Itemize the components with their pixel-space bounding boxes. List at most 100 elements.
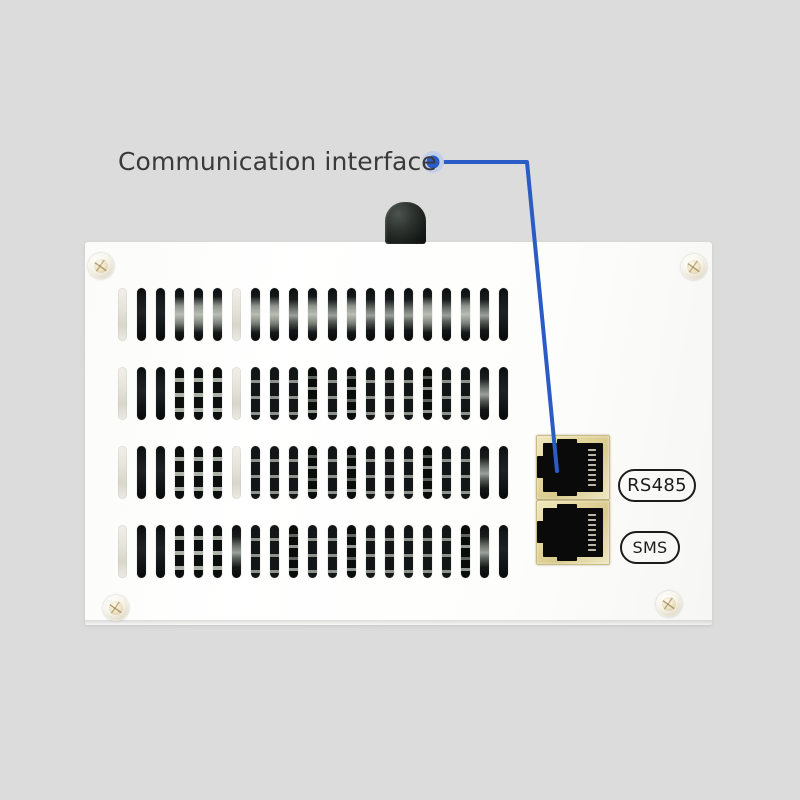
- vent-slot: [270, 288, 280, 341]
- vent-slot: [137, 367, 147, 420]
- vent-slot: [232, 525, 242, 578]
- vent-slot: [327, 446, 337, 499]
- vent-slot: [460, 525, 470, 578]
- vent-slot: [232, 288, 242, 341]
- rj45-latch-slot-rs485: [537, 456, 545, 478]
- vent-slot: [384, 288, 394, 341]
- vent-slot: [213, 525, 223, 578]
- port-label-rs485: RS485: [618, 469, 696, 502]
- vent-slot: [422, 525, 432, 578]
- vent-slot: [194, 367, 204, 420]
- rj45-pin: [588, 449, 596, 451]
- screw-top-right: [681, 254, 707, 280]
- vent-slot: [441, 367, 451, 420]
- vent-slot: [384, 446, 394, 499]
- rj45-pin: [588, 514, 596, 516]
- vent-slot: [156, 288, 166, 341]
- vent-slot: [460, 367, 470, 420]
- vent-slot: [194, 288, 204, 341]
- vent-slot: [346, 367, 356, 420]
- vent-slot: [365, 446, 375, 499]
- vent-row: [118, 446, 508, 499]
- annotation-label-communication-interface: Communication interface: [118, 147, 437, 176]
- rj45-pins-sms: [588, 514, 596, 551]
- vent-slot: [327, 288, 337, 341]
- vent-slot: [403, 367, 413, 420]
- vent-slot: [365, 525, 375, 578]
- vent-slot: [460, 288, 470, 341]
- vent-slot: [327, 525, 337, 578]
- rj45-port-rs485[interactable]: [536, 435, 610, 500]
- rj45-pin: [588, 479, 596, 481]
- screw-top-left: [88, 253, 114, 279]
- rj45-pin: [588, 524, 596, 526]
- rj45-pin: [588, 519, 596, 521]
- vent-slot: [137, 288, 147, 341]
- vent-slot: [156, 446, 166, 499]
- vent-slot: [251, 288, 261, 341]
- vent-slot: [422, 367, 432, 420]
- vent-slot: [384, 367, 394, 420]
- screw-bottom-left: [103, 595, 129, 621]
- ventilation-grille: [118, 288, 508, 578]
- vent-slot: [479, 525, 489, 578]
- rj45-port-sms[interactable]: [536, 500, 610, 565]
- vent-slot: [441, 446, 451, 499]
- rj45-latch-slot-sms: [537, 521, 545, 543]
- panel-bottom-shadow: [85, 620, 712, 626]
- rj45-pin: [588, 529, 596, 531]
- rj45-socket-sms: [537, 504, 603, 561]
- vent-slot: [479, 367, 489, 420]
- rj45-pin: [588, 464, 596, 466]
- vent-slot: [289, 525, 299, 578]
- vent-slot: [403, 288, 413, 341]
- vent-slot: [365, 288, 375, 341]
- vent-slot: [498, 367, 508, 420]
- vent-slot: [175, 288, 185, 341]
- vent-slot: [460, 446, 470, 499]
- vent-slot: [308, 367, 318, 420]
- vent-slot: [479, 288, 489, 341]
- rj45-pins-rs485: [588, 449, 596, 486]
- vent-slot: [175, 446, 185, 499]
- vent-slot: [327, 367, 337, 420]
- vent-slot: [422, 288, 432, 341]
- vent-slot: [289, 367, 299, 420]
- vent-slot: [118, 446, 127, 499]
- vent-slot: [251, 367, 261, 420]
- vent-slot: [498, 525, 508, 578]
- vent-slot: [422, 446, 432, 499]
- rj45-pin: [588, 454, 596, 456]
- vent-slot: [194, 525, 204, 578]
- vent-slot: [213, 367, 223, 420]
- rj45-pin: [588, 469, 596, 471]
- port-label-sms: SMS: [620, 531, 680, 564]
- vent-slot: [213, 446, 223, 499]
- vent-slot: [137, 446, 147, 499]
- vent-slot: [346, 525, 356, 578]
- vent-slot: [308, 288, 318, 341]
- vent-slot: [175, 525, 185, 578]
- vent-slot: [175, 367, 185, 420]
- rj45-socket-rs485: [537, 439, 603, 496]
- vent-slot: [156, 367, 166, 420]
- vent-slot: [232, 446, 242, 499]
- vent-slot: [384, 525, 394, 578]
- rj45-pin: [588, 549, 596, 551]
- rj45-pin: [588, 474, 596, 476]
- vent-slot: [498, 446, 508, 499]
- vent-slot: [137, 525, 147, 578]
- vent-row: [118, 525, 508, 578]
- vent-slot: [213, 288, 223, 341]
- vent-slot: [403, 525, 413, 578]
- vent-slot: [365, 367, 375, 420]
- vent-slot: [403, 446, 413, 499]
- rj45-pin: [588, 459, 596, 461]
- vent-slot: [346, 446, 356, 499]
- vent-row: [118, 288, 508, 341]
- vent-slot: [118, 288, 127, 341]
- vent-slot: [498, 288, 508, 341]
- vent-slot: [270, 525, 280, 578]
- vent-slot: [441, 525, 451, 578]
